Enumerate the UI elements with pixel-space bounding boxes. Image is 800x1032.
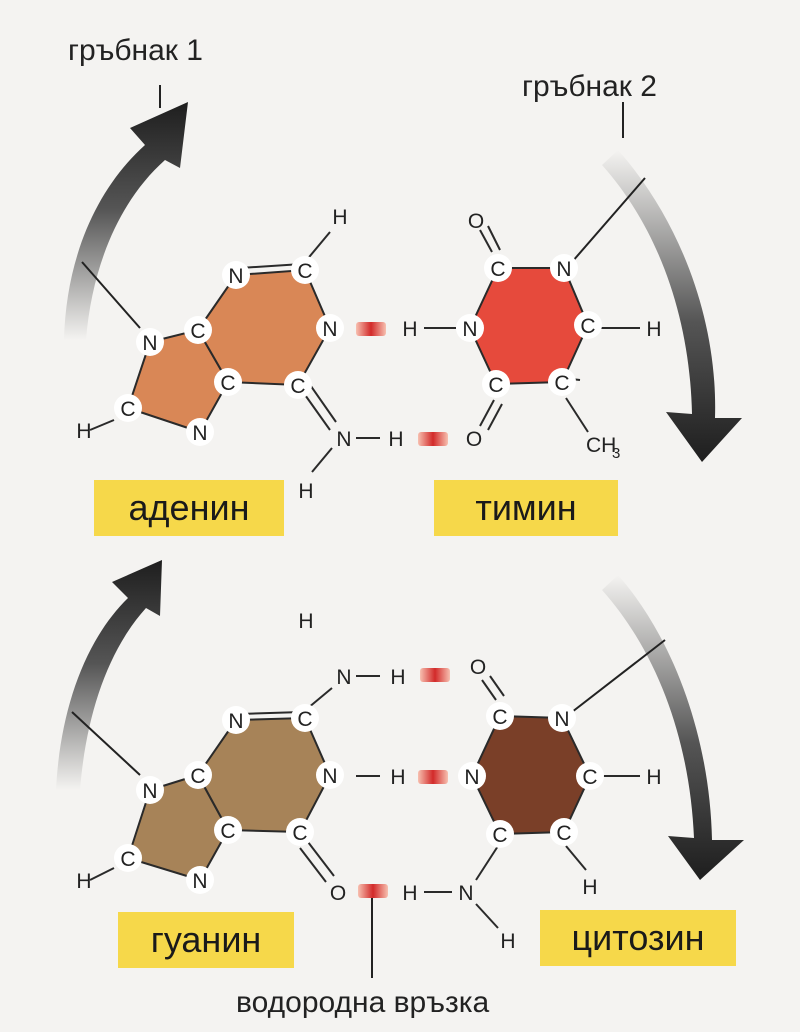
hydrogen-bond-guanine-cytosine-3 [358, 884, 388, 898]
leader-line-backbone2 [571, 177, 646, 263]
atom-h: H [402, 882, 417, 905]
atom-c: C [492, 824, 507, 847]
atom-h: H [390, 766, 405, 789]
atom-n: N [192, 422, 207, 445]
atom-h: H [582, 876, 597, 899]
leader-line-guanine-backbone [71, 711, 141, 776]
backbone-arrow-top-right [602, 150, 742, 462]
atom-c: C [290, 375, 305, 398]
atom-n: N [556, 258, 571, 281]
atom-methyl: CH [586, 434, 616, 457]
cytosine-ring [470, 714, 592, 836]
label-backbone1: гръбнак 1 [68, 34, 203, 67]
label-hydrogen-bond: водородна връзка [236, 986, 490, 1019]
atom-c: C [297, 708, 312, 731]
atom-h: H [76, 420, 91, 443]
atom-n: N [228, 710, 243, 733]
atom-n: N [192, 870, 207, 893]
label-adenine: аденин [94, 480, 284, 536]
atom-n: N [228, 265, 243, 288]
atom-labels: N C C N C N C N C H H N H H C N C C C N … [76, 206, 661, 953]
atom-c: C [120, 848, 135, 871]
atom-c: C [488, 374, 503, 397]
label-cytosine: цитозин [540, 910, 736, 966]
atom-c: C [220, 372, 235, 395]
atom-h: H [500, 930, 515, 953]
atom-methyl-subscript: 3 [612, 445, 620, 462]
backbone-arrow-bottom-right [602, 575, 744, 880]
atom-h: H [390, 666, 405, 689]
atom-h: H [298, 480, 313, 503]
atom-c: C [292, 822, 307, 845]
atom-n: N [458, 882, 473, 905]
atom-c: C [120, 398, 135, 421]
atom-h: H [332, 206, 347, 229]
atom-h: H [646, 318, 661, 341]
atom-n: N [554, 708, 569, 731]
atom-n: N [464, 766, 479, 789]
thymine-ring [468, 267, 590, 386]
hydrogen-bond-guanine-cytosine-1 [420, 668, 450, 682]
atom-n: N [336, 666, 351, 689]
atom-n: N [322, 318, 337, 341]
backbone-arrow-top-left [64, 102, 188, 340]
atom-n: N [462, 318, 477, 341]
atom-c: C [490, 258, 505, 281]
atom-o: O [466, 428, 482, 451]
atom-c: C [554, 372, 569, 395]
atom-n: N [142, 780, 157, 803]
hydrogen-bond-adenine-thymine-2 [418, 432, 448, 446]
atom-discs [114, 254, 604, 894]
atom-c: C [582, 766, 597, 789]
atom-c: C [556, 822, 571, 845]
atom-h: H [298, 610, 313, 633]
atom-c: C [220, 820, 235, 843]
atom-h: H [76, 870, 91, 893]
backbone-arrow-bottom-left [56, 560, 162, 790]
label-thymine: тимин [434, 480, 618, 536]
atom-n: N [336, 428, 351, 451]
atom-n: N [322, 765, 337, 788]
leader-line-adenine-backbone [81, 261, 141, 329]
leader-line-cytosine-backbone [571, 639, 666, 713]
atom-c: C [297, 260, 312, 283]
hydrogen-bond-guanine-cytosine-2 [418, 770, 448, 784]
atom-c: C [190, 765, 205, 788]
atom-c: C [580, 315, 595, 338]
atom-o: O [470, 656, 486, 679]
cytosine-molecule [424, 675, 640, 929]
atom-c: C [492, 706, 507, 729]
atom-h: H [646, 766, 661, 789]
atom-n: N [142, 332, 157, 355]
atom-o: O [330, 882, 346, 905]
hydrogen-bond-adenine-thymine-1 [356, 322, 386, 336]
label-backbone2: гръбнак 2 [522, 70, 657, 103]
atom-h: H [388, 428, 403, 451]
label-guanine: гуанин [118, 912, 294, 968]
atom-c: C [190, 320, 205, 343]
atom-o: O [468, 210, 484, 233]
atom-h: H [402, 318, 417, 341]
